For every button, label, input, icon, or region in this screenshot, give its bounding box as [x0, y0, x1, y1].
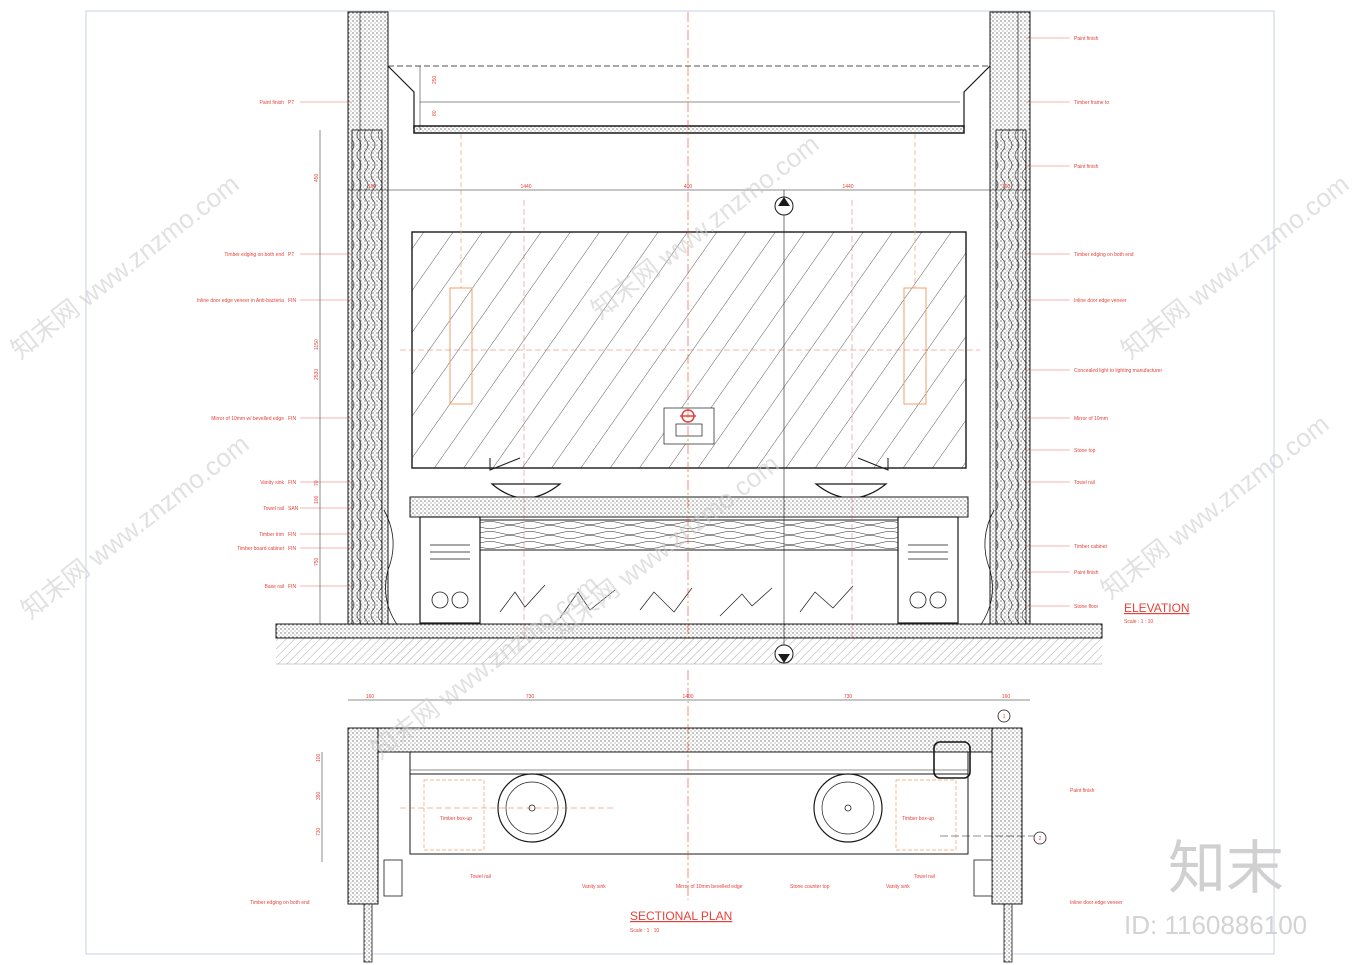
annotation-label: Towel rail: [914, 874, 935, 880]
finish-code: FIN: [288, 584, 296, 590]
watermark-text: 知末网 www.znzmo.com: [5, 169, 244, 365]
annotation-label: Towel rail: [263, 506, 284, 512]
sheet-border: [85, 10, 1275, 955]
dim-label: 160: [366, 694, 375, 700]
annotation-label: Vanity sink: [582, 884, 606, 890]
plan-left-dimensions: 100 390 730: [316, 753, 322, 836]
annotation-label: Timber trim: [259, 532, 284, 538]
annotation-label: Inline door edge veneer: [1070, 900, 1123, 906]
dim-label: 750: [314, 557, 320, 566]
plan-title: SECTIONAL PLAN: [630, 909, 732, 923]
annotation-label: Timber box-up: [440, 816, 472, 822]
dim-label: 450: [314, 173, 320, 182]
dim-label: 100: [314, 495, 320, 504]
annotation-label: Vanity sink: [260, 480, 284, 486]
dim-label: 390: [316, 791, 322, 800]
elevation-scale: Scale : 1 : 10: [1124, 619, 1153, 625]
annotation-label: Vanity sink: [886, 884, 910, 890]
annotation-label: Paint finish: [1074, 36, 1099, 42]
plan-top-dimensions: 160 730 1400 730 160: [366, 694, 1011, 700]
finish-code: FIN: [288, 416, 296, 422]
watermark-text: 知末网 www.znzmo.com: [1115, 169, 1354, 365]
watermark-text: 知末网 www.znzmo.com: [1095, 409, 1334, 605]
annotation-label: Timber edging on both end: [1074, 252, 1134, 258]
dim-label: 730: [316, 827, 322, 836]
dim-label: 160: [1002, 694, 1011, 700]
annotation-label: Timber edging on both end: [224, 252, 284, 258]
annotation-label: Inline door edge veneer: [1074, 298, 1127, 304]
dim-label: 100: [316, 753, 322, 762]
annotation-label: Paint finish: [1074, 570, 1099, 576]
finish-code: FIN: [288, 298, 296, 304]
dim-label: 160: [368, 184, 377, 190]
annotation-label: Timber box-up: [902, 816, 934, 822]
elevation-view: [275, 11, 1103, 665]
section-marker-label: 1: [1003, 714, 1006, 720]
annotation-label: Inline door edge veneer in Anti-bacteria: [197, 298, 284, 304]
watermark-id: ID: 1160886100: [1124, 910, 1307, 940]
dim-label: 1400: [682, 694, 693, 700]
watermark-logo: 知末: [1168, 834, 1284, 902]
finish-code: PT: [288, 100, 294, 106]
dim-label: 730: [526, 694, 535, 700]
dim-label: 160: [1002, 184, 1011, 190]
annotation-label: Towel rail: [1074, 480, 1095, 486]
dim-label: 730: [844, 694, 853, 700]
dim-label: 1440: [520, 184, 531, 190]
plan-scale: Scale : 1 : 10: [630, 928, 659, 934]
dim-label: 70: [314, 480, 320, 486]
dim-label: 1440: [842, 184, 853, 190]
finish-code: SAN: [288, 506, 299, 512]
finish-code: FIN: [288, 480, 296, 486]
annotation-label: Concealed light to lighting manufacturer: [1074, 368, 1162, 374]
annotation-label: Timber edging on both end: [250, 900, 310, 906]
plan-section-markers: 12: [1003, 714, 1042, 842]
annotation-label: Timber frame to: [1074, 100, 1109, 106]
elevation-top-dimensions: 160 1440 400 1440 160: [368, 184, 1011, 190]
annotation-label: Timber cabinet: [1074, 544, 1107, 550]
annotation-label: Stone floor: [1074, 604, 1099, 610]
elevation-ceiling-dimensions: 250 80: [432, 75, 438, 116]
annotation-label: Base rail: [265, 584, 284, 590]
dim-label: 80: [432, 110, 438, 116]
dim-label: 250: [432, 75, 438, 84]
annotation-label: Timber board cabinet: [237, 546, 285, 552]
elevation-title: ELEVATION: [1124, 601, 1190, 615]
annotation-label: Towel rail: [470, 874, 491, 880]
annotation-label: Paint finish: [1074, 164, 1099, 170]
annotation-label: Stone counter top: [790, 884, 830, 890]
annotation-label: Mirror of 10mm w/ bevelled edge: [211, 416, 284, 422]
annotation-label: Mirror of 10mm bevelled edge: [676, 884, 743, 890]
sectional-plan-view: [321, 670, 1047, 963]
annotation-label: Mirror of 10mm: [1074, 416, 1108, 422]
finish-code: PT: [288, 252, 294, 258]
finish-code: FIN: [288, 532, 296, 538]
watermark-text: 知末网 www.znzmo.com: [15, 429, 254, 625]
annotation-label: Paint finish: [260, 100, 285, 106]
finish-code: FIN: [288, 546, 296, 552]
elevation-left-dimensions: 450 1150 2530 70 100 750: [314, 173, 320, 566]
dim-label: 2530: [314, 369, 320, 380]
annotation-label: Stone top: [1074, 448, 1096, 454]
section-marker-label: 2: [1039, 836, 1042, 842]
annotation-label: Paint finish: [1070, 788, 1095, 794]
dim-label: 1150: [314, 339, 320, 350]
dim-label: 400: [684, 184, 693, 190]
